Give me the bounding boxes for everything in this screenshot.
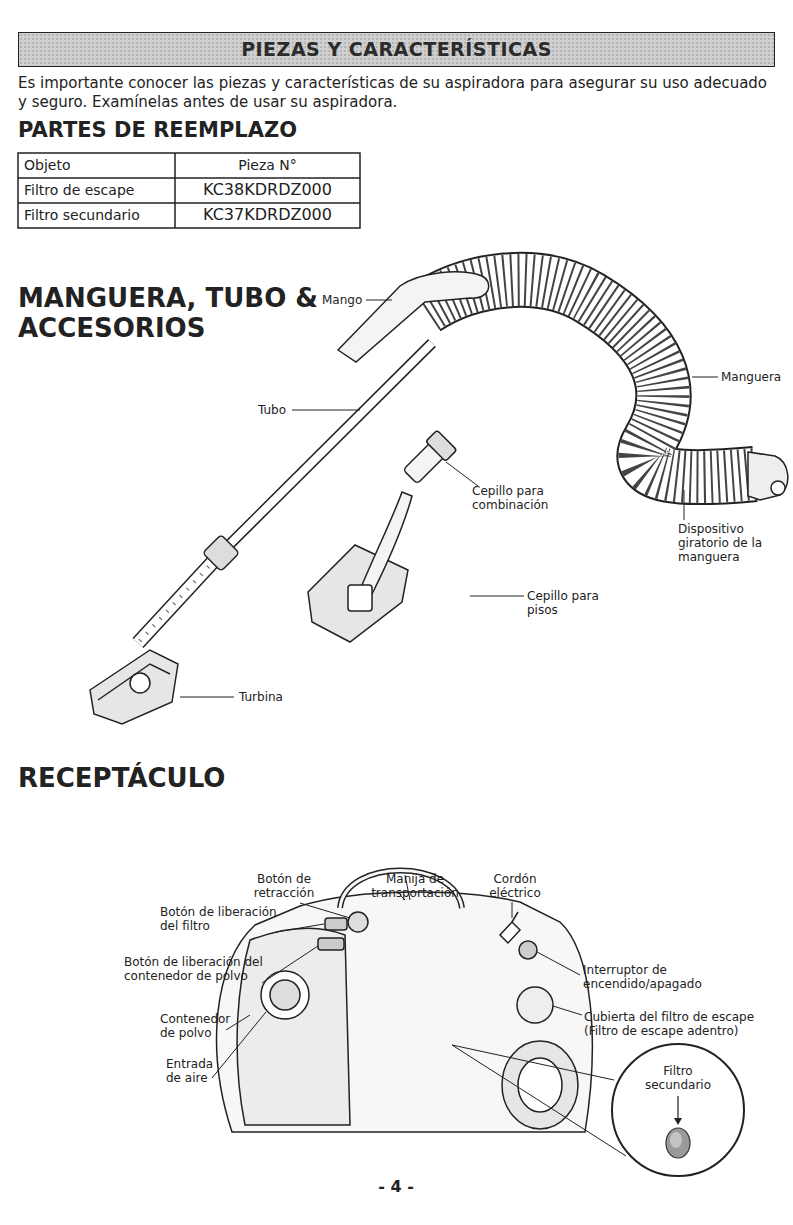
intro-text: Es importante conocer las piezas y carac… [18, 74, 775, 112]
retract-button [348, 912, 368, 932]
callout-wedge [452, 1045, 626, 1156]
leader-line [537, 952, 580, 975]
part-name: Cubierta del filtro de escape (Filtro de… [584, 1010, 784, 1038]
callout-wedge [452, 1045, 614, 1080]
leader-line [512, 902, 513, 918]
section-heading: PARTES DE REEMPLAZO [18, 118, 418, 142]
leader-line [446, 462, 478, 486]
callout-circle: Filtro secundario [610, 1042, 746, 1178]
part-name: Manguera [721, 370, 791, 384]
leader-line [180, 697, 234, 698]
table-cell: KC38KDRDZ000 [175, 181, 360, 199]
combination-brush [400, 430, 457, 487]
exhaust-filter-cover [517, 987, 553, 1023]
turbine-brush [90, 650, 178, 724]
leader-line [292, 410, 360, 411]
part-name: Entrada de aire [166, 1057, 226, 1085]
swivel-body [748, 452, 788, 500]
table-rule [174, 153, 176, 228]
part-name: Manija de transportación [360, 872, 470, 900]
hose-ribs [425, 280, 755, 477]
part-name: Botón de retracción [242, 872, 326, 900]
table-rule [18, 177, 360, 179]
page-number: - 4 - [346, 1180, 446, 1194]
part-name: Tubo [258, 403, 292, 417]
part-name: Cepillo para combinación [472, 484, 572, 512]
part-name: Botón de liberación del contenedor de po… [124, 955, 264, 983]
title-band: PIEZAS Y CARACTERÍSTICAS [18, 32, 775, 67]
node-label: Filtro secundario [610, 1064, 746, 1092]
part-name: Interruptor de encendido/apagado [583, 963, 723, 991]
leader-line [692, 377, 718, 378]
table-cell: Pieza N° [175, 156, 360, 174]
section-heading: RECEPTÁCULO [18, 763, 318, 793]
parts-table [18, 153, 360, 228]
leader-line [684, 490, 685, 520]
leader-line [470, 596, 524, 597]
filter-release-button [325, 918, 347, 930]
tube-lower-body [138, 552, 222, 643]
air-inlet-ring [270, 980, 300, 1010]
table-cell: Filtro secundario [24, 206, 172, 224]
power-cord-plug [500, 922, 520, 943]
hose-swivel [748, 452, 788, 500]
leader-line [553, 1006, 582, 1015]
secondary-filter-icon [666, 1128, 690, 1158]
arrow-head [674, 1118, 682, 1125]
table-border [18, 153, 360, 228]
floor-brush-joint [348, 585, 372, 611]
floor-brush [308, 492, 412, 642]
section-heading: MANGUERA, TUBO & ACCESORIOS [18, 283, 318, 343]
plug-prong [512, 912, 518, 922]
leader-lines [180, 300, 718, 697]
turbine-edge [98, 664, 170, 700]
wheel-hub [518, 1058, 562, 1112]
table-cell: Filtro de escape [24, 181, 172, 199]
swivel-ring [771, 481, 785, 495]
part-name: Turbina [239, 690, 299, 704]
leader-line [366, 300, 392, 301]
floor-brush-neck [360, 492, 412, 594]
table-cell: KC37KDRDZ000 [175, 206, 360, 224]
floor-brush-body [308, 545, 408, 642]
page-title: PIEZAS Y CARACTERÍSTICAS [19, 38, 774, 60]
leader-line [262, 946, 318, 983]
canister-body [217, 892, 593, 1132]
turbine-body [90, 650, 178, 724]
node-outline [610, 1042, 746, 1178]
table-rule [18, 202, 360, 204]
part-name: Cordón eléctrico [478, 872, 552, 900]
tube-lower-outline [138, 552, 222, 643]
wand-tube [138, 343, 432, 643]
hose-handle [338, 272, 489, 362]
table-cell: Objeto [24, 156, 172, 174]
air-inlet [261, 971, 309, 1019]
part-name: Botón de liberación del filtro [160, 905, 278, 933]
rear-wheel [502, 1041, 578, 1129]
leader-line [300, 903, 350, 918]
part-name: Mango [322, 293, 368, 307]
hose-body [425, 280, 755, 477]
filter-highlight [670, 1132, 682, 1148]
combination-brush-head [426, 430, 457, 461]
hose-outline [425, 280, 755, 477]
tube-lock [203, 535, 240, 572]
turbine-window [130, 673, 150, 693]
hose [425, 280, 755, 477]
callout-circle-outline [612, 1044, 744, 1176]
part-name: Cepillo para pisos [527, 589, 607, 617]
power-switch [519, 941, 537, 959]
container-release-button [318, 938, 344, 950]
tube-notches [138, 552, 222, 643]
part-name: Contenedor de polvo [160, 1012, 234, 1040]
part-name: Dispositivo giratorio de la manguera [678, 522, 778, 564]
leader-line [276, 924, 324, 932]
